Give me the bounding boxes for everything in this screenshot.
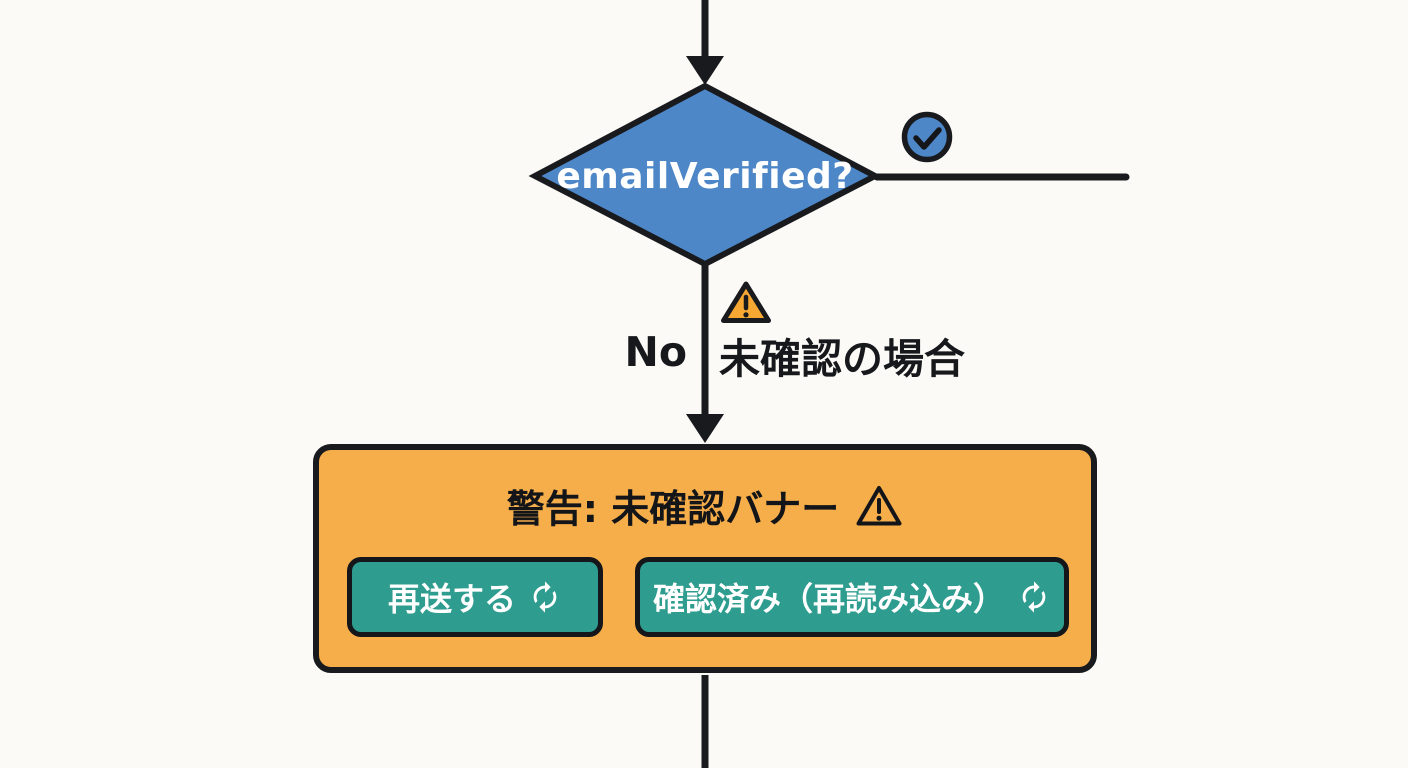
refresh-icon xyxy=(533,581,557,613)
resend-button-label: 再送する xyxy=(387,580,516,618)
confirm-reload-button-label: 確認済み（再読み込み） xyxy=(652,580,1005,618)
check-circle-icon xyxy=(901,111,953,163)
warning-banner-box: 警告: 未確認バナー 再送する 確認済み（再読み込み） xyxy=(313,444,1097,673)
warning-outline-icon xyxy=(856,485,902,525)
arrowhead-down-icon xyxy=(686,414,724,443)
confirm-reload-button[interactable]: 確認済み（再読み込み） xyxy=(635,557,1069,637)
decision-node-emailverified: emailVerified? xyxy=(535,88,875,264)
incoming-arrow xyxy=(686,0,724,85)
warning-title: 警告: 未確認バナー xyxy=(506,487,840,531)
decision-label: emailVerified? xyxy=(556,155,854,197)
refresh-icon xyxy=(1022,581,1046,613)
warning-triangle-icon xyxy=(721,281,771,323)
no-branch-arrow xyxy=(686,264,724,443)
no-branch-caption: 未確認の場合 xyxy=(719,335,965,383)
warning-title-row: 警告: 未確認バナー xyxy=(319,478,1091,533)
arrowhead-down-icon xyxy=(686,56,724,85)
resend-button[interactable]: 再送する xyxy=(347,557,603,637)
no-branch-label: No xyxy=(624,328,687,376)
